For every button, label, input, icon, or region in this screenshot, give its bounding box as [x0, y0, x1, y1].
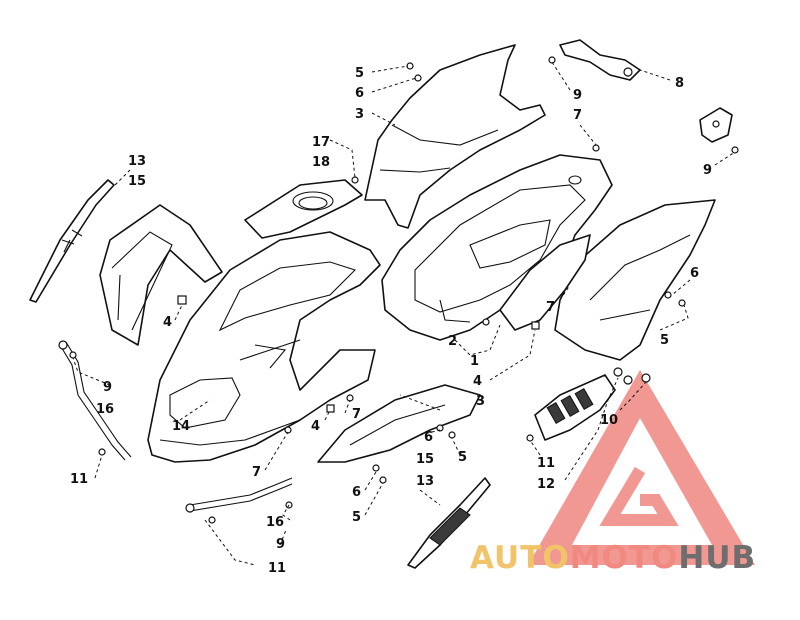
callout-16b: 16: [266, 515, 284, 530]
callout-3: 3: [355, 107, 364, 122]
part-support-rod-bottom: [185, 477, 293, 513]
callout-4c: 4: [311, 419, 320, 434]
part-rear-left-fender: [499, 234, 591, 331]
callout-6b: 6: [690, 266, 699, 281]
callout-17: 17: [312, 135, 330, 150]
callout-18: 18: [312, 155, 330, 170]
callout-7c: 7: [352, 407, 361, 422]
callout-4: 4: [163, 315, 172, 330]
callout-9d: 9: [276, 537, 285, 552]
part-front-vent-panel: [99, 204, 223, 346]
part-windshield-strip: [29, 179, 115, 303]
callout-9b: 9: [703, 163, 712, 178]
part-front-fender-body: [147, 231, 381, 463]
callout-12: 12: [537, 477, 555, 492]
part-mounting-bracket: [559, 39, 641, 81]
callout-7d: 7: [252, 465, 261, 480]
watermark-brand-text: AUTOMOTOHUB: [470, 540, 756, 576]
watermark-part2: MOTO: [570, 540, 679, 576]
callout-13b: 13: [416, 474, 434, 489]
callout-labels: 5 6 3 17 18 13 15 4 2 1 4 3 9 7 8 9 6 5 …: [70, 66, 712, 576]
part-lower-trim-strip: [407, 477, 491, 569]
callout-6d: 6: [352, 485, 361, 500]
svg-text:AUTOMOTOHUB: AUTOMOTOHUB: [470, 540, 756, 576]
callout-11c: 11: [537, 456, 555, 471]
callout-6c: 6: [424, 430, 433, 445]
callout-16: 16: [96, 402, 114, 417]
callout-5: 5: [355, 66, 364, 81]
callout-5b: 5: [660, 333, 669, 348]
leader-lines: [72, 61, 736, 566]
watermark-part1: AUTO: [470, 540, 570, 576]
callout-4b: 4: [473, 374, 482, 389]
callout-5c: 5: [458, 450, 467, 465]
callout-15b: 15: [416, 452, 434, 467]
part-support-rod-left: [58, 340, 132, 461]
callout-9c: 9: [103, 380, 112, 395]
part-cover-plate: [244, 179, 363, 239]
callout-13: 13: [128, 154, 146, 169]
callout-2: 2: [448, 334, 457, 349]
callout-15: 15: [128, 174, 146, 189]
callout-8: 8: [675, 76, 684, 91]
watermark-logo-triangle: [528, 370, 755, 565]
callout-7: 7: [573, 108, 582, 123]
callout-5d: 5: [352, 510, 361, 525]
callout-6: 6: [355, 86, 364, 101]
part-rear-right-fender: [554, 199, 716, 361]
callout-3b: 3: [476, 394, 485, 409]
part-rear-slotted-panel: [534, 374, 616, 441]
callout-14: 14: [172, 419, 190, 434]
part-lower-side-panel: [317, 384, 481, 463]
callout-10: 10: [600, 413, 618, 428]
callout-1: 1: [470, 354, 479, 369]
callout-11b: 11: [268, 561, 286, 576]
callout-11: 11: [70, 472, 88, 487]
callout-9: 9: [573, 88, 582, 103]
watermark-part3: HUB: [678, 540, 756, 576]
callout-7b: 7: [546, 300, 555, 315]
part-small-bracket: [699, 107, 733, 143]
part-front-top-cover: [364, 44, 546, 229]
